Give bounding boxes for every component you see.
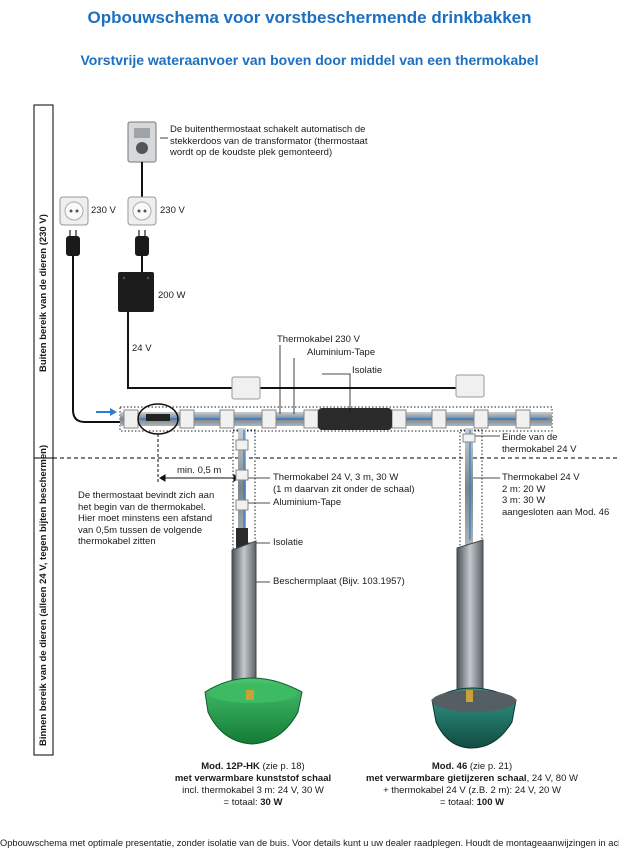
thermocable-right-label: Thermokabel 24 V 2 m: 20 W 3 m: 30 W aan…	[502, 472, 610, 518]
footer-note: Opbouwschema met optimale presentatie, z…	[0, 838, 619, 848]
transformer-power: 200 W	[158, 290, 186, 301]
thermocable-230-label: Thermokabel 230 V	[277, 334, 360, 345]
pipe-drop-right	[459, 428, 483, 549]
insulation-sleeve	[318, 408, 392, 430]
page-subtitle: Vorstvrije wateraanvoer van boven door m…	[80, 52, 539, 68]
end-thermocable-label: Einde van de thermokabel 24 V	[502, 432, 577, 455]
caption-right-model: Mod. 46	[431, 761, 468, 772]
caption-right: Mod. 46 (zie p. 21) met verwarmbare giet…	[366, 761, 578, 808]
transformer-icon	[118, 256, 154, 312]
cable-voltage: 24 V	[132, 343, 152, 354]
outdoor-thermostat-icon	[127, 121, 157, 198]
teal-bowl-icon	[431, 687, 517, 749]
thermocable-left-label: Thermokabel 24 V, 3 m, 30 W (1 m daarvan…	[273, 472, 415, 495]
water-flow-arrow-icon	[96, 408, 117, 416]
junction-box-left	[231, 376, 261, 400]
zone-label-outside: Buiten bereik van de dieren (230 V)	[38, 214, 49, 372]
insulation-top-label: Isolatie	[352, 365, 383, 376]
plug-right-icon	[135, 230, 149, 256]
power-cables	[72, 256, 456, 423]
protection-plate-label: Beschermplaat (Bijv. 103.1957)	[273, 576, 405, 587]
socket-left-voltage: 230 V	[91, 205, 116, 216]
aluminium-tape-top-label: Aluminium-Tape	[307, 347, 376, 358]
outdoor-thermostat-label: De buitenthermostaat schakelt automatisc…	[170, 124, 368, 158]
min-distance-label: min. 0,5 m	[177, 465, 222, 476]
caption-left-model: Mod. 12P-HK	[201, 761, 260, 772]
page-title: Opbouwschema voor vorstbeschermende drin…	[87, 8, 532, 27]
junction-box-right	[455, 374, 485, 398]
zone-frames	[33, 104, 619, 756]
caption-left: Mod. 12P-HK (zie p. 18) met verwarmbare …	[174, 761, 332, 808]
pipe-drop-left	[232, 428, 256, 550]
socket-right-icon	[127, 196, 157, 226]
green-bowl-icon	[204, 677, 303, 745]
socket-right-voltage: 230 V	[160, 205, 185, 216]
aluminium-tape-mid-label: Aluminium-Tape	[273, 497, 342, 508]
plug-left-icon	[66, 230, 80, 256]
insulation-mid-label: Isolatie	[273, 537, 304, 548]
socket-left-icon	[59, 196, 89, 226]
thermostat-note: De thermostaat bevindt zich aan het begi…	[78, 490, 215, 547]
zone-label-inside: Binnen bereik van de dieren (alleen 24 V…	[38, 444, 49, 746]
